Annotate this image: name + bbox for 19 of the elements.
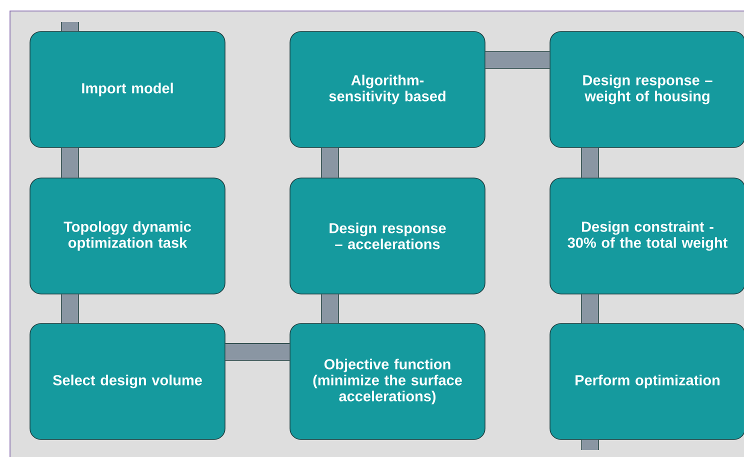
process-box: Design response – weight of housing	[550, 31, 744, 148]
connector-bar	[321, 148, 339, 178]
process-box: Algorithm-sensitivity based	[290, 31, 486, 148]
connector-bar	[61, 294, 79, 324]
process-box: Import model	[30, 31, 226, 148]
connector-bar	[321, 294, 339, 324]
connector-bar	[485, 51, 550, 69]
process-box: Perform optimization	[550, 323, 744, 440]
process-box: Topology dynamic optimization task	[30, 178, 226, 294]
process-box: Design constraint - 30% of the total weight	[550, 178, 744, 294]
connector-bar	[225, 343, 290, 361]
connector-bar	[61, 22, 79, 32]
connector-bar	[581, 294, 599, 324]
connector-bar	[581, 440, 599, 450]
process-box: Select design volume	[30, 323, 226, 440]
connector-bar	[581, 148, 599, 178]
process-box: Design response – accelerations	[290, 178, 486, 294]
process-box: Objective function (minimize the surface accelerations)	[290, 323, 486, 440]
connector-bar	[61, 148, 79, 178]
